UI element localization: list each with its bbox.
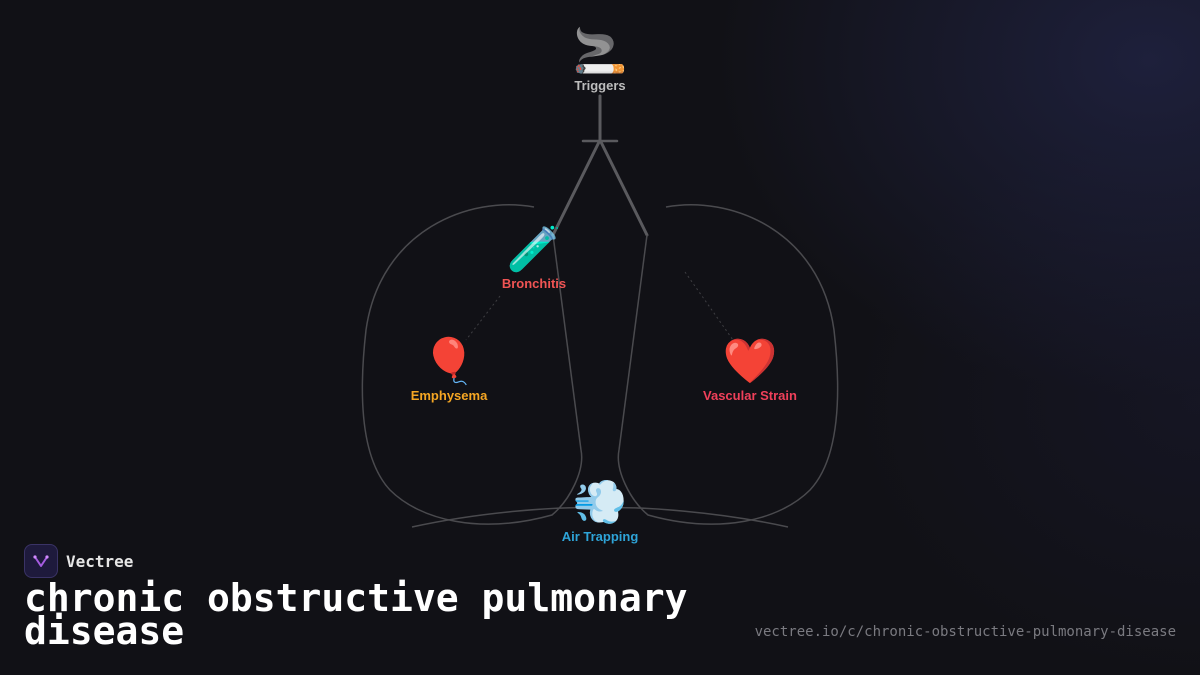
- right-inner-wall: [618, 234, 648, 451]
- node-triggers[interactable]: 🚬 Triggers: [572, 27, 628, 94]
- connector-bronchitis-emphysema: [465, 295, 501, 341]
- left-bronchus: [551, 138, 602, 237]
- node-air-trapping[interactable]: 💨 Air Trapping: [561, 478, 639, 545]
- source-url[interactable]: vectree.io/c/chronic-obstructive-pulmona…: [754, 624, 1176, 640]
- right-lung-outline: [617, 203, 839, 525]
- balloon-icon: 🎈: [421, 337, 477, 386]
- cigarette-icon: 🚬: [572, 27, 628, 76]
- node-label: Air Trapping: [561, 529, 639, 544]
- right-bronchus: [598, 138, 649, 237]
- vectree-logo-icon: [24, 544, 58, 578]
- brand[interactable]: Vectree: [24, 544, 133, 578]
- test-tube-icon: 🧪: [506, 225, 562, 274]
- dash-wind-icon: 💨: [572, 478, 628, 527]
- connector-vascular: [684, 271, 734, 341]
- left-inner-wall: [552, 234, 582, 451]
- node-bronchitis[interactable]: 🧪 Bronchitis: [501, 225, 567, 292]
- node-label: Vascular Strain: [703, 388, 797, 403]
- page-title: chronic obstructive pulmonary disease: [24, 576, 688, 653]
- node-label: Triggers: [574, 78, 626, 93]
- node-label: Bronchitis: [501, 276, 567, 291]
- brand-name: Vectree: [66, 551, 134, 571]
- node-vascular-strain[interactable]: ❤️ Vascular Strain: [703, 337, 797, 404]
- left-lung-outline: [361, 203, 583, 525]
- heart-icon: ❤️: [722, 337, 778, 386]
- node-emphysema[interactable]: 🎈 Emphysema: [410, 337, 488, 404]
- node-label: Emphysema: [410, 388, 488, 403]
- diaphragm: [411, 506, 789, 528]
